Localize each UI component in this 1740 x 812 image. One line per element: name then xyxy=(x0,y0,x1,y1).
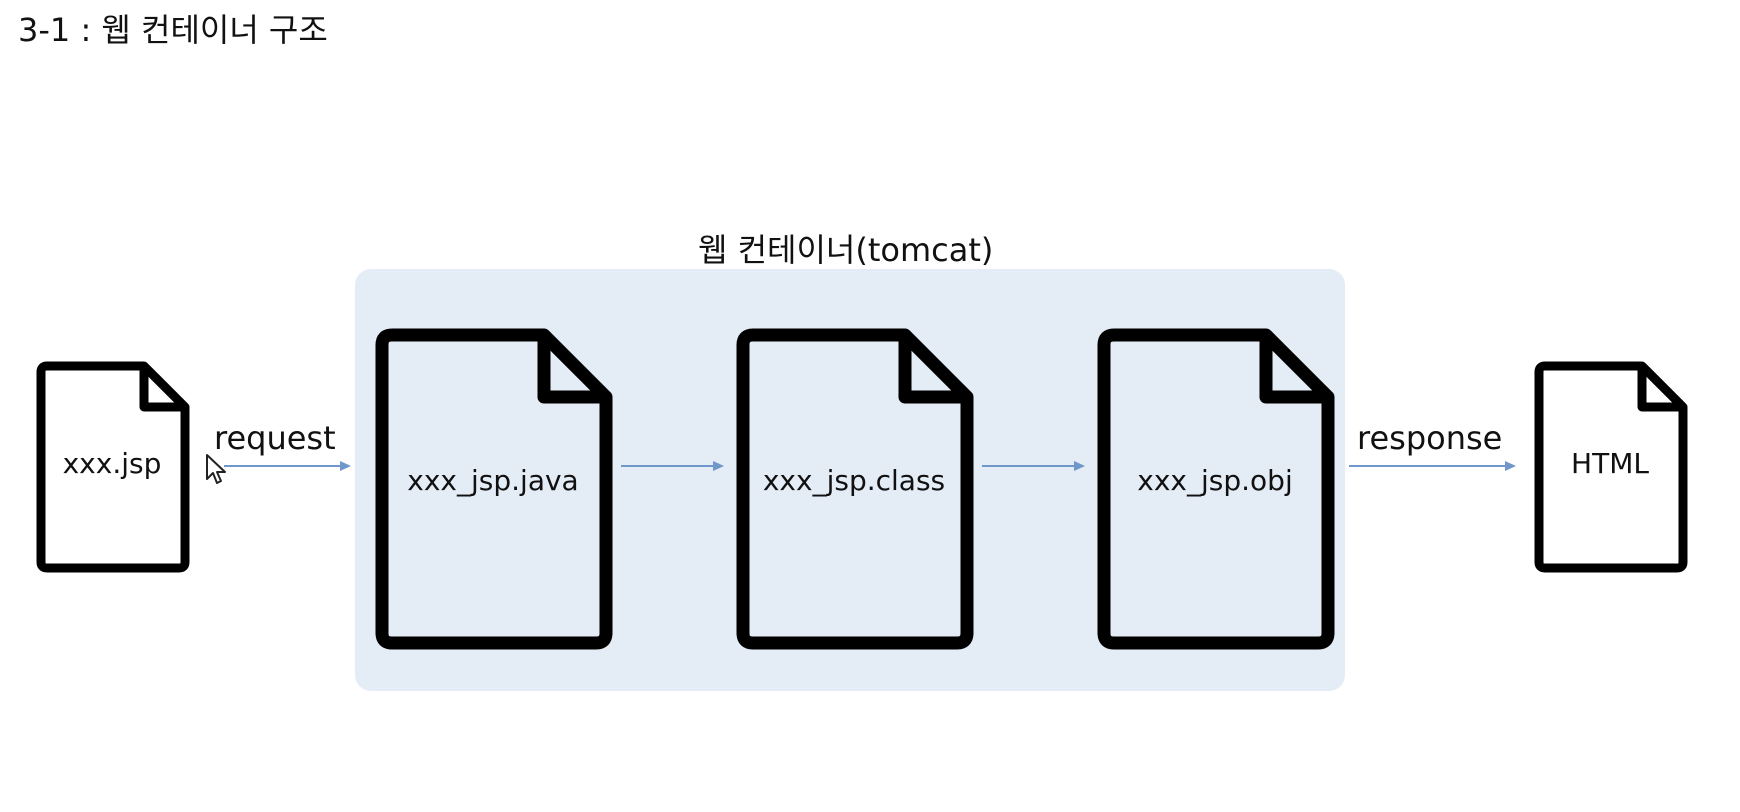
response-label: response xyxy=(1357,419,1503,457)
load-arrow xyxy=(982,461,1085,471)
document-icon xyxy=(1534,361,1688,573)
web-container-title: 웹 컨테이너(tomcat) xyxy=(698,231,994,269)
java-file-label: xxx_jsp.java xyxy=(407,464,579,497)
document-icon xyxy=(736,328,974,650)
output-file-label: HTML xyxy=(1571,447,1649,480)
page-title: 3-1 : 웹 컨테이너 구조 xyxy=(18,11,328,49)
request-label: request xyxy=(214,419,336,457)
class-file-label: xxx_jsp.class xyxy=(762,464,946,497)
mouse-cursor-icon xyxy=(206,454,226,484)
document-icon xyxy=(36,361,190,573)
source-file-label: xxx.jsp xyxy=(62,447,162,480)
document-icon xyxy=(375,328,613,650)
document-icon xyxy=(1097,328,1335,650)
response-arrow xyxy=(1349,461,1516,471)
obj-file-label: xxx_jsp.obj xyxy=(1137,464,1293,497)
compile-arrow xyxy=(621,461,724,471)
request-arrow xyxy=(224,461,351,471)
